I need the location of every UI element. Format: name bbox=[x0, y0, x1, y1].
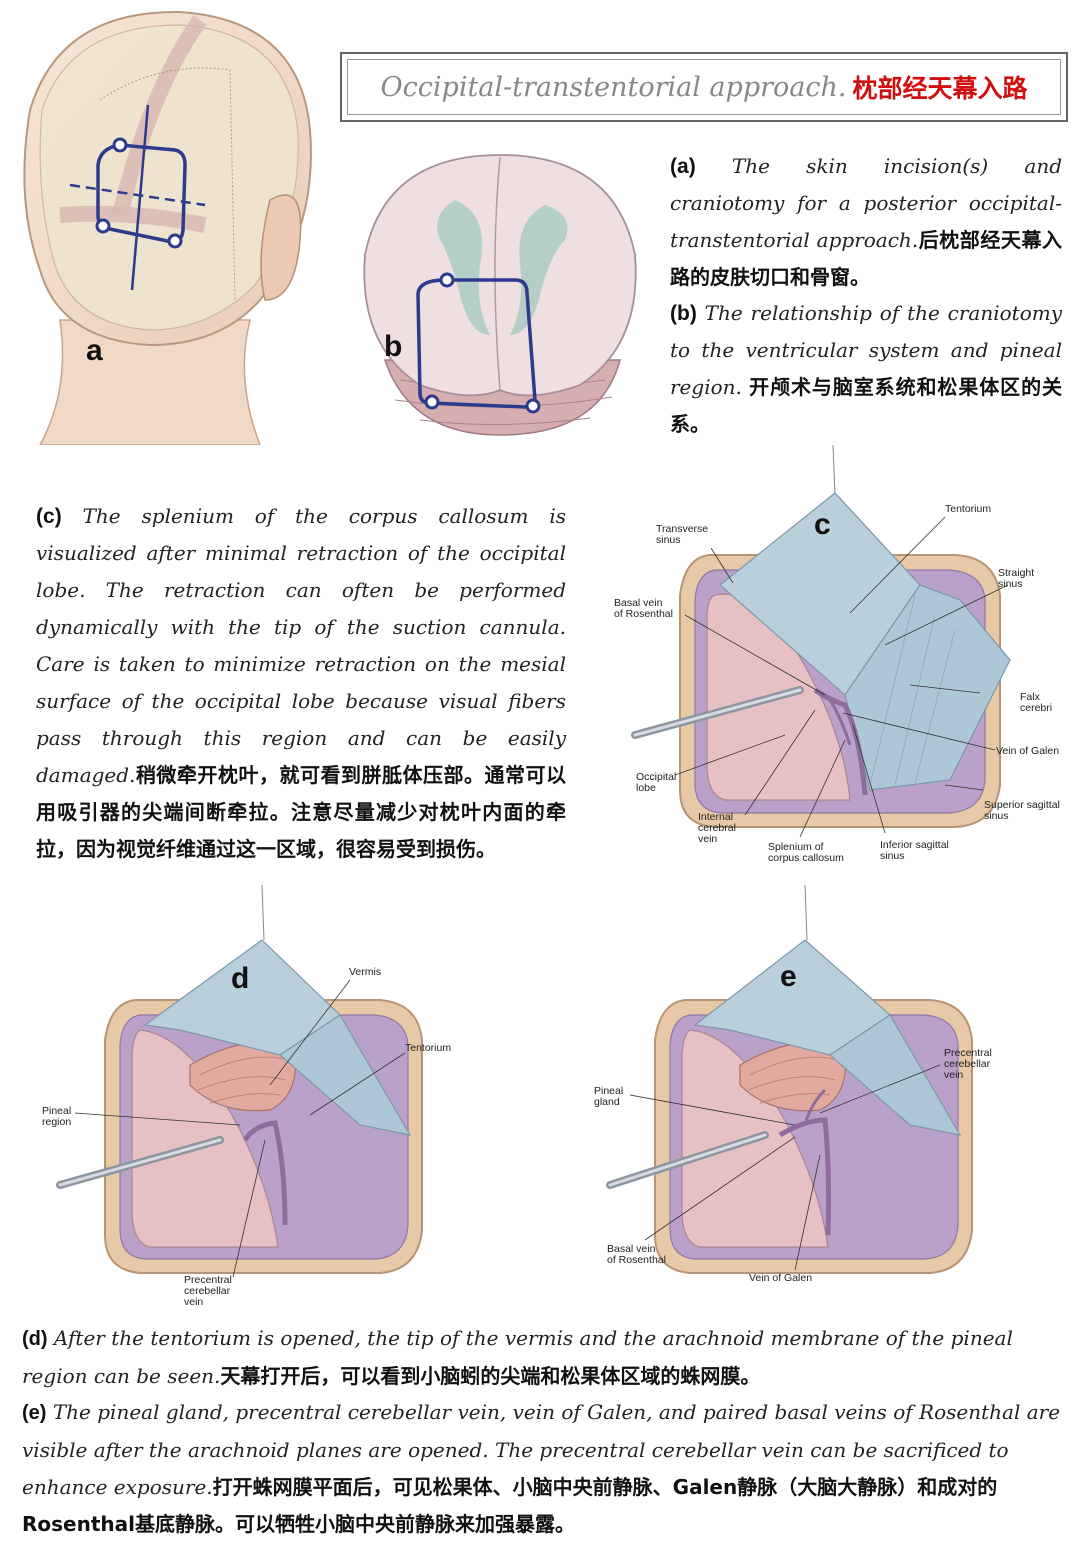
label-c-transverse-sinus: Transverse sinus bbox=[656, 523, 709, 546]
figure-a-head-illustration bbox=[23, 10, 312, 445]
label-d-precentral-cerebellar-vein: Precentral cerebellar vein bbox=[184, 1274, 232, 1308]
label-c-straight-sinus: Straight sinus bbox=[998, 567, 1035, 590]
title-english: Occipital-transtentorial approach. bbox=[380, 71, 847, 103]
label-c-vein-of-galen: Vein of Galen bbox=[996, 745, 1060, 757]
label-c-falx-cerebri: Falx cerebri bbox=[1020, 691, 1053, 714]
caption-d-chinese: 天幕打开后，可以看到小脑蚓的尖端和松果体区域的蛛网膜。 bbox=[220, 1364, 761, 1388]
caption-b: (b) The relationship of the craniotomy t… bbox=[670, 301, 1063, 436]
caption-c-chinese: 稍微牵开枕叶，就可看到胼胝体压部。通常可以用吸引器的尖端间断牵拉。注意尽量减少对… bbox=[36, 763, 566, 861]
caption-d-english: After the tentorium is opened, the tip o… bbox=[22, 1326, 1013, 1388]
caption-b-chinese: 开颅术与脑室系统和松果体区的关系。 bbox=[670, 375, 1063, 436]
caption-e: (e) The pineal gland, precentral cerebel… bbox=[22, 1400, 1061, 1536]
figure-letter-c: c bbox=[814, 508, 831, 541]
figure-e-surgical-view bbox=[606, 885, 973, 1274]
label-c-splenium: Splenium of corpus callosum bbox=[768, 841, 844, 864]
figure-letter-d: d bbox=[231, 962, 250, 995]
caption-e-chinese: 打开蛛网膜平面后，可见松果体、小脑中央前静脉、Galen静脉（大脑大静脉）和成对… bbox=[22, 1475, 998, 1536]
caption-b-english: The relationship of the craniotomy to th… bbox=[670, 301, 1063, 399]
caption-e-english: The pineal gland, precentral cerebellar … bbox=[22, 1400, 1061, 1499]
caption-c-tag: c bbox=[43, 505, 55, 528]
label-c-superior-sagittal-sinus: Superior sagittal sinus bbox=[984, 799, 1060, 822]
figure-b-brain-illustration bbox=[363, 154, 637, 436]
caption-a-english: The skin incision(s) and craniotomy for … bbox=[670, 154, 1062, 252]
label-c-internal-cerebral-vein: Internal cerebral vein bbox=[698, 811, 736, 845]
title-chinese: 枕部经天幕入路 bbox=[852, 74, 1028, 103]
label-d-pineal-region: Pineal region bbox=[42, 1105, 72, 1128]
label-e-basal-vein: Basal vein of Rosenthal bbox=[607, 1243, 666, 1266]
caption-a-tag: a bbox=[677, 155, 689, 178]
figure-letter-e: e bbox=[780, 960, 797, 993]
label-c-inferior-sagittal-sinus: Inferior sagittal sinus bbox=[880, 839, 949, 862]
figure-letter-a: a bbox=[86, 334, 103, 367]
label-c-tentorium: Tentorium bbox=[945, 503, 991, 515]
title-frame: Occipital-transtentorial approach. 枕部经天幕… bbox=[347, 59, 1061, 115]
label-e-pineal-gland: Pineal gland bbox=[594, 1085, 624, 1108]
caption-a: (a) The skin incision(s) and craniotomy … bbox=[670, 154, 1062, 289]
label-d-tentorium: Tentorium bbox=[405, 1042, 452, 1054]
figure-d-surgical-view bbox=[56, 885, 423, 1278]
caption-e-tag: e bbox=[28, 1402, 40, 1424]
label-c-basal-vein: Basal vein of Rosenthal bbox=[614, 597, 673, 620]
caption-c: (c) The splenium of the corpus callosum … bbox=[36, 504, 566, 861]
caption-a-chinese: 后枕部经天幕入路的皮肤切口和骨窗。 bbox=[670, 228, 1062, 289]
label-d-vermis: Vermis bbox=[349, 966, 382, 978]
caption-d-tag: d bbox=[28, 1328, 41, 1350]
label-e-vein-of-galen: Vein of Galen bbox=[749, 1272, 813, 1284]
figure-c-surgical-view: Tentorium bbox=[631, 445, 1011, 838]
label-c-occipital-lobe: Occipital lobe bbox=[636, 771, 677, 794]
title-box: Occipital-transtentorial approach. 枕部经天幕… bbox=[340, 52, 1068, 122]
caption-d: (d) After the tentorium is opened, the t… bbox=[22, 1326, 1013, 1388]
label-e-precentral-cerebellar-vein: Precentral cerebellar vein bbox=[944, 1047, 992, 1081]
figure-letter-b: b bbox=[384, 330, 403, 363]
caption-b-tag: b bbox=[677, 302, 690, 325]
caption-c-english: The splenium of the corpus callosum is v… bbox=[36, 504, 566, 787]
